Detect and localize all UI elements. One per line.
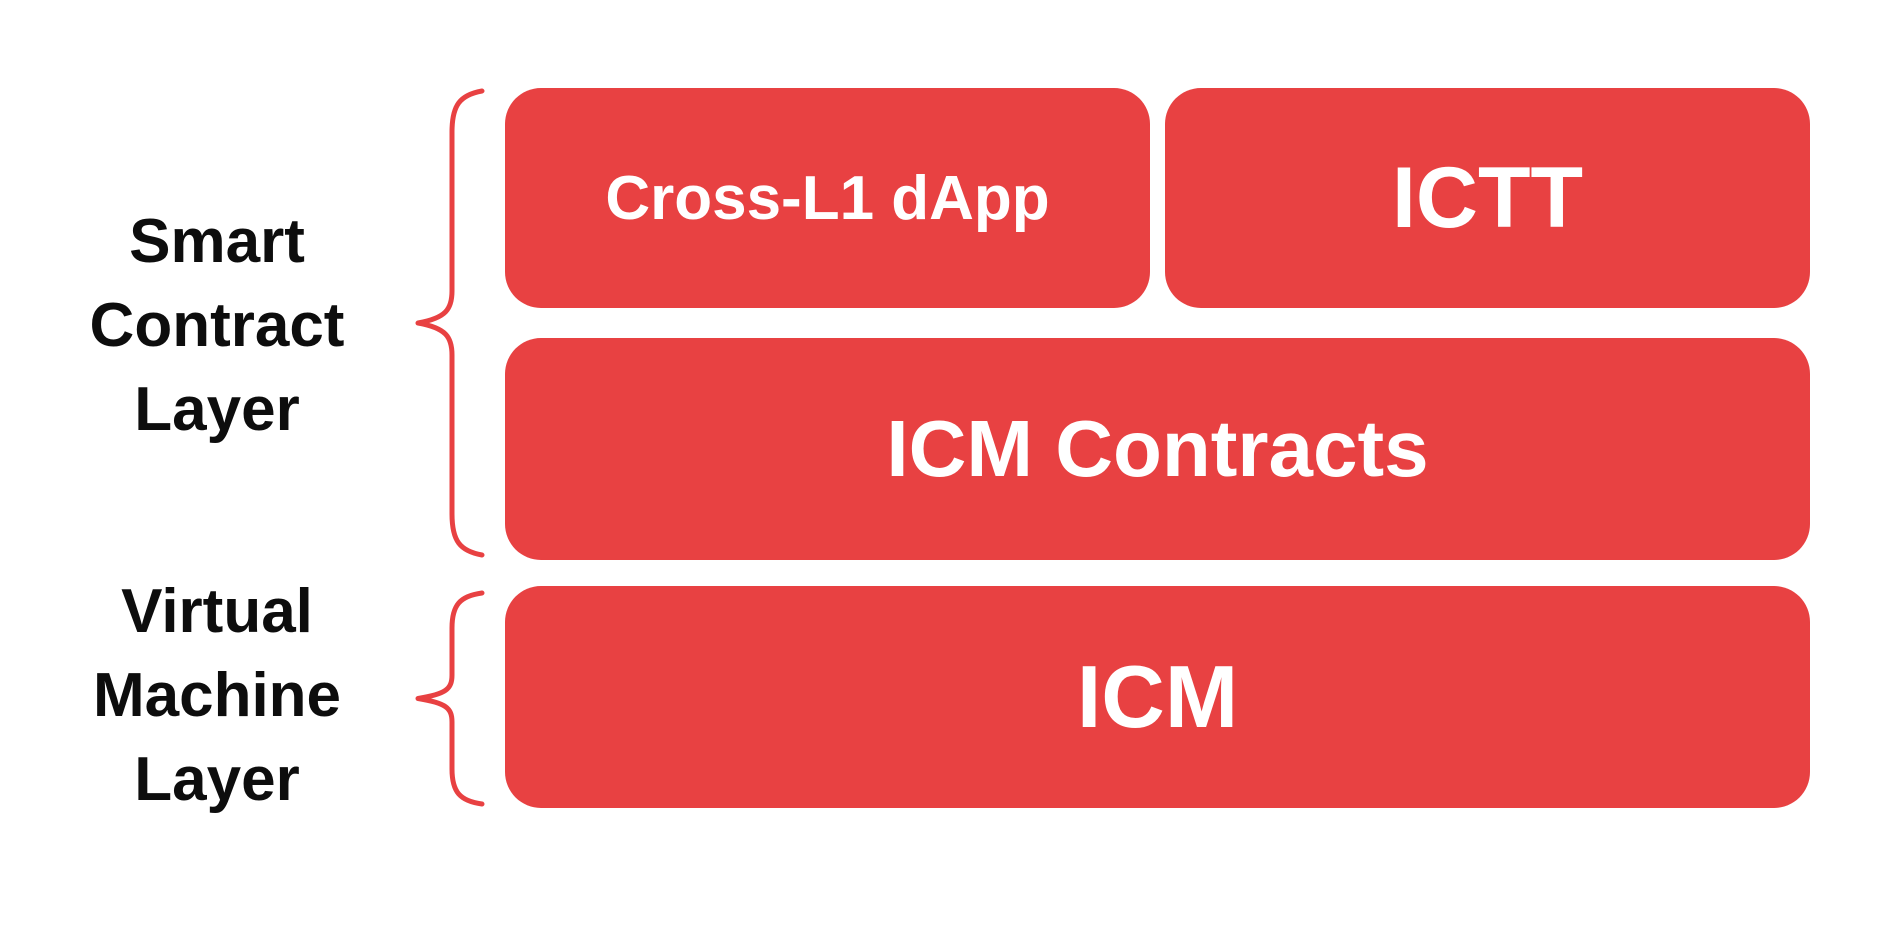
box-icm: ICM [505,586,1810,808]
layer-label-line: Layer [134,745,300,814]
layer-label-smart-contract: Smart Contract Layer [27,200,407,452]
layer-label-line: Contract [89,291,345,360]
layer-label-virtual-machine: Virtual Machine Layer [27,570,407,822]
layer-label-line: Virtual [121,577,313,646]
box-label-icm-contracts: ICM Contracts [886,404,1429,493]
box-label-ictt: ICTT [1391,149,1584,246]
curly-brace-virtual-machine-layer [415,590,485,807]
layer-label-line: Machine [92,661,342,730]
box-label-icm: ICM [1076,647,1239,746]
curly-brace-smart-contract-layer [415,88,485,558]
layer-label-line: Smart [129,207,305,276]
layer-label-line: Layer [134,375,300,444]
box-ictt: ICTT [1165,88,1810,308]
box-cross-l1-dapp: Cross-L1 dApp [505,88,1150,308]
box-icm-contracts: ICM Contracts [505,338,1810,560]
box-label-cross-l1-dapp: Cross-L1 dApp [605,163,1050,233]
